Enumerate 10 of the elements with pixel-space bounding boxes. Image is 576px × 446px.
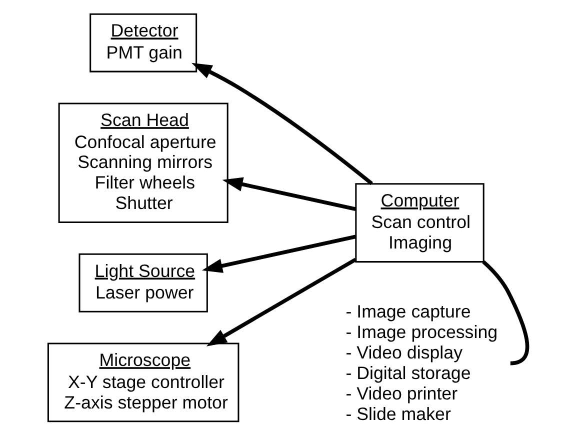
node-box: Light Source Laser power bbox=[78, 252, 208, 312]
node-box: Computer Scan control Imaging bbox=[355, 182, 484, 262]
node-box: Scan Head Confocal aperture Scanning mirrors Filter wheels Shutter bbox=[58, 102, 228, 222]
node-box: Microscope X-Y stage controller Z-axis stepper motor bbox=[47, 342, 240, 422]
node-text: - Image capture - Image processing - Video display - Digital storage - Video printer - Slide maker bbox=[346, 301, 498, 424]
arrow bbox=[202, 234, 356, 272]
node-box: Detector PMT gain bbox=[90, 12, 198, 72]
arrow bbox=[206, 257, 357, 346]
arrow bbox=[222, 176, 356, 210]
arrow bbox=[192, 62, 373, 185]
